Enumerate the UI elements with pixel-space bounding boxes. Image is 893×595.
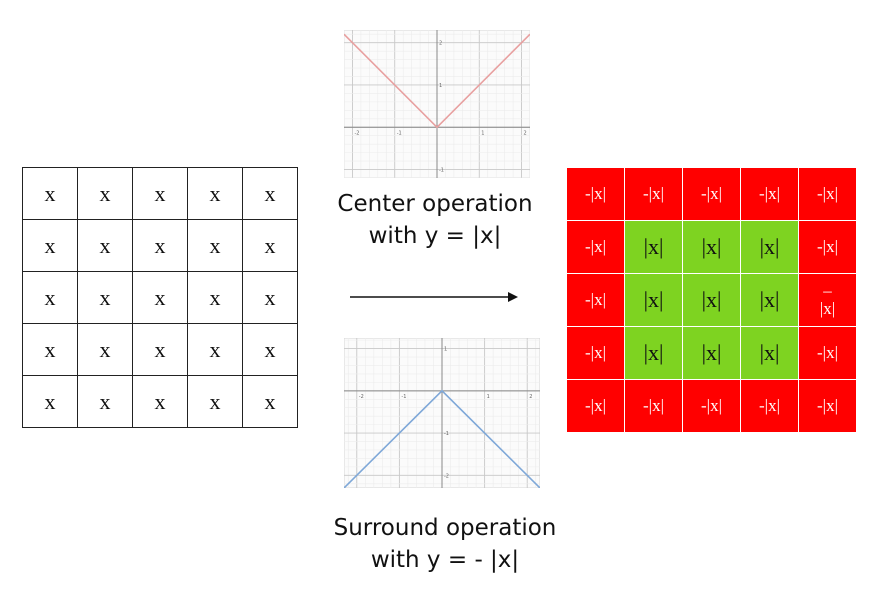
input-grid-cell: x — [132, 271, 188, 324]
x-tick-label: 1 — [487, 394, 490, 400]
surround-cell: -|x| — [566, 273, 625, 327]
surround-caption: Surround operation with y = - |x| — [290, 512, 600, 576]
y-tick-label: 2 — [439, 41, 442, 47]
x-tick-label: -2 — [359, 394, 364, 400]
x-tick-label: -1 — [397, 130, 402, 136]
surround-cell: -|x| — [740, 167, 799, 221]
center-cell: |x| — [624, 326, 683, 380]
center-caption: Center operation with y = |x| — [300, 188, 570, 252]
input-grid-cell: x — [22, 375, 78, 428]
input-grid-cell: x — [77, 375, 133, 428]
surround-cell: -|x| — [682, 379, 741, 433]
input-grid-cell: x — [242, 219, 298, 272]
output-grid-row: -|x||x||x||x|– |x| — [566, 273, 857, 327]
input-grid-cell: x — [22, 219, 78, 272]
input-grid-cell: x — [242, 375, 298, 428]
output-grid-row: -|x||x||x||x|-|x| — [566, 220, 857, 274]
input-grid-cell: x — [132, 167, 188, 220]
surround-cell: -|x| — [566, 326, 625, 380]
input-grid-cell: x — [242, 271, 298, 324]
center-caption-line2: with y = |x| — [368, 223, 502, 249]
surround-cell: -|x| — [798, 379, 857, 433]
x-tick-label: -2 — [354, 130, 359, 136]
surround-cell: -|x| — [740, 379, 799, 433]
center-cell: |x| — [682, 326, 741, 380]
center-caption-line1: Center operation — [337, 191, 533, 217]
output-grid-row: -|x|-|x|-|x|-|x|-|x| — [566, 167, 857, 221]
transform-arrow-icon — [350, 292, 518, 302]
center-cell: |x| — [682, 273, 741, 327]
input-grid-cell: x — [132, 323, 188, 376]
input-grid-cell: x — [22, 271, 78, 324]
surround-function-plot: -2 -1 1 2 1 -1 -2 — [344, 338, 540, 488]
input-grid-cell: x — [77, 219, 133, 272]
center-cell: |x| — [740, 220, 799, 274]
input-grid-cell: x — [187, 167, 243, 220]
y-tick-label: 1 — [444, 347, 447, 353]
input-grid-cell: x — [187, 271, 243, 324]
center-function-plot: -2 -1 1 2 2 1 -1 — [344, 30, 530, 178]
input-grid-cell: x — [22, 167, 78, 220]
input-grid-cell: x — [132, 375, 188, 428]
surround-cell: -|x| — [798, 167, 857, 221]
center-cell: |x| — [740, 273, 799, 327]
y-tick-label: -2 — [444, 473, 449, 479]
surround-cell: -|x| — [624, 167, 683, 221]
input-grid-cell: x — [242, 323, 298, 376]
output-grid-row: -|x||x||x||x|-|x| — [566, 326, 857, 380]
y-tick-label: -1 — [439, 168, 444, 174]
center-cell: |x| — [740, 326, 799, 380]
x-tick-label: -1 — [401, 394, 406, 400]
x-tick-label: 2 — [524, 130, 527, 136]
center-cell: |x| — [682, 220, 741, 274]
input-grid-cell: x — [187, 219, 243, 272]
input-grid-cell: x — [132, 219, 188, 272]
output-grid: -|x|-|x|-|x|-|x|-|x|-|x||x||x||x|-|x|-|x… — [566, 167, 857, 433]
surround-cell: -|x| — [566, 379, 625, 433]
center-cell: |x| — [624, 220, 683, 274]
y-tick-label: 1 — [439, 83, 442, 89]
surround-cell: -|x| — [798, 326, 857, 380]
surround-cell: -|x| — [624, 379, 683, 433]
surround-caption-line2: with y = - |x| — [370, 547, 520, 573]
input-grid-cell: x — [187, 375, 243, 428]
input-grid-cell: x — [22, 323, 78, 376]
input-grid-cell: x — [242, 167, 298, 220]
output-grid-row: -|x|-|x|-|x|-|x|-|x| — [566, 379, 857, 433]
surround-caption-line1: Surround operation — [333, 515, 557, 541]
surround-cell: -|x| — [682, 167, 741, 221]
center-cell: |x| — [624, 273, 683, 327]
center-plot-line — [344, 33, 530, 129]
input-grid-cell: x — [187, 323, 243, 376]
surround-cell: -|x| — [798, 220, 857, 274]
input-grid-cell: x — [77, 271, 133, 324]
surround-cell: -|x| — [566, 167, 625, 221]
surround-cell: -|x| — [566, 220, 625, 274]
input-grid-cell: x — [77, 323, 133, 376]
surround-cell: – |x| — [798, 273, 857, 327]
x-tick-label: 2 — [529, 394, 532, 400]
surround-plot-line — [344, 389, 540, 488]
input-grid-cell: x — [77, 167, 133, 220]
x-tick-label: 1 — [481, 130, 484, 136]
y-tick-label: -1 — [444, 431, 449, 437]
